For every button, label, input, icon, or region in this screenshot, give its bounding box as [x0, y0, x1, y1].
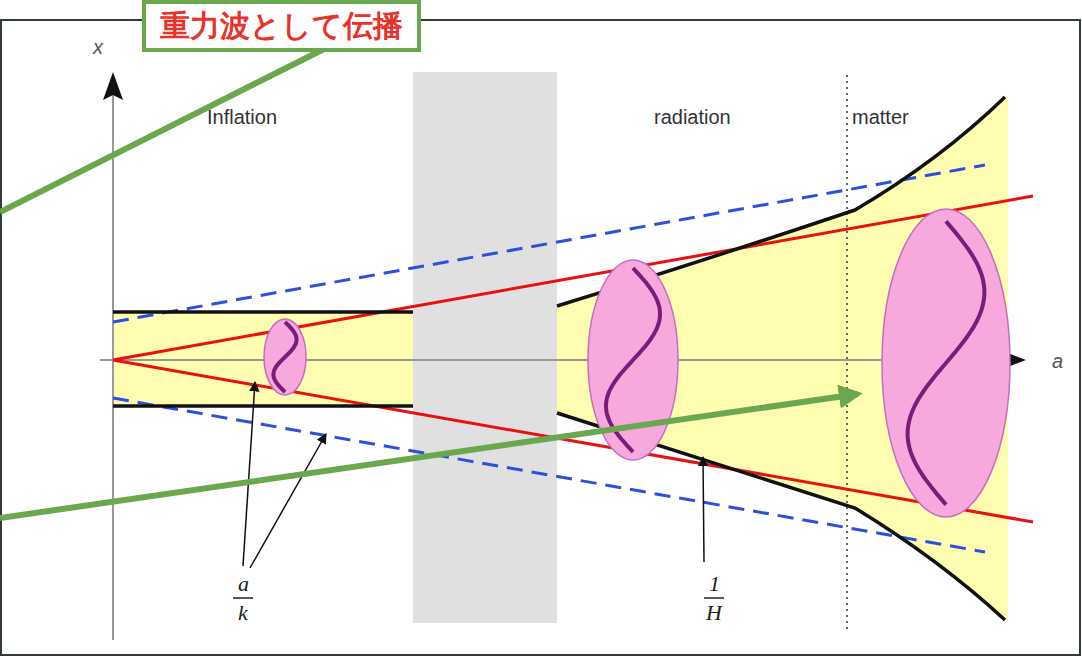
- era-divider: [846, 75, 848, 630]
- fraction-denominator: H: [706, 600, 722, 625]
- hubble-line: [113, 310, 413, 314]
- x-axis-head: [103, 72, 123, 100]
- callout-arrow: [0, 394, 858, 518]
- leader-arrow: [250, 434, 326, 568]
- fraction-bar: [704, 597, 724, 599]
- x-axis: [112, 95, 114, 640]
- frame: [1, 20, 1080, 655]
- axis-label: x: [93, 36, 103, 59]
- wave-curve: [273, 322, 296, 392]
- era-label: matter: [852, 106, 909, 129]
- axis-label: a: [1052, 350, 1063, 373]
- wavelength-line: [113, 398, 985, 552]
- mode-ellipse: [264, 319, 306, 395]
- fraction-denominator: k: [238, 600, 248, 625]
- fraction-numerator: 1: [709, 571, 720, 596]
- hubble-line: [113, 404, 413, 408]
- leader-arrow: [243, 382, 255, 566]
- callout-leader: [0, 46, 330, 212]
- callout-box: 重力波として伝播: [142, 0, 421, 52]
- wave-curve: [908, 221, 985, 504]
- wavelength-line: [113, 165, 985, 322]
- mode-ellipse: [882, 209, 1010, 517]
- leader-arrow: [703, 457, 704, 562]
- era-label: Inflation: [207, 106, 277, 129]
- era-label: radiation: [654, 106, 731, 129]
- fraction-numerator: a: [238, 571, 249, 596]
- gray-band: [413, 72, 557, 623]
- callout-text: 重力波として伝播: [160, 8, 403, 44]
- fraction-bar: [233, 597, 253, 599]
